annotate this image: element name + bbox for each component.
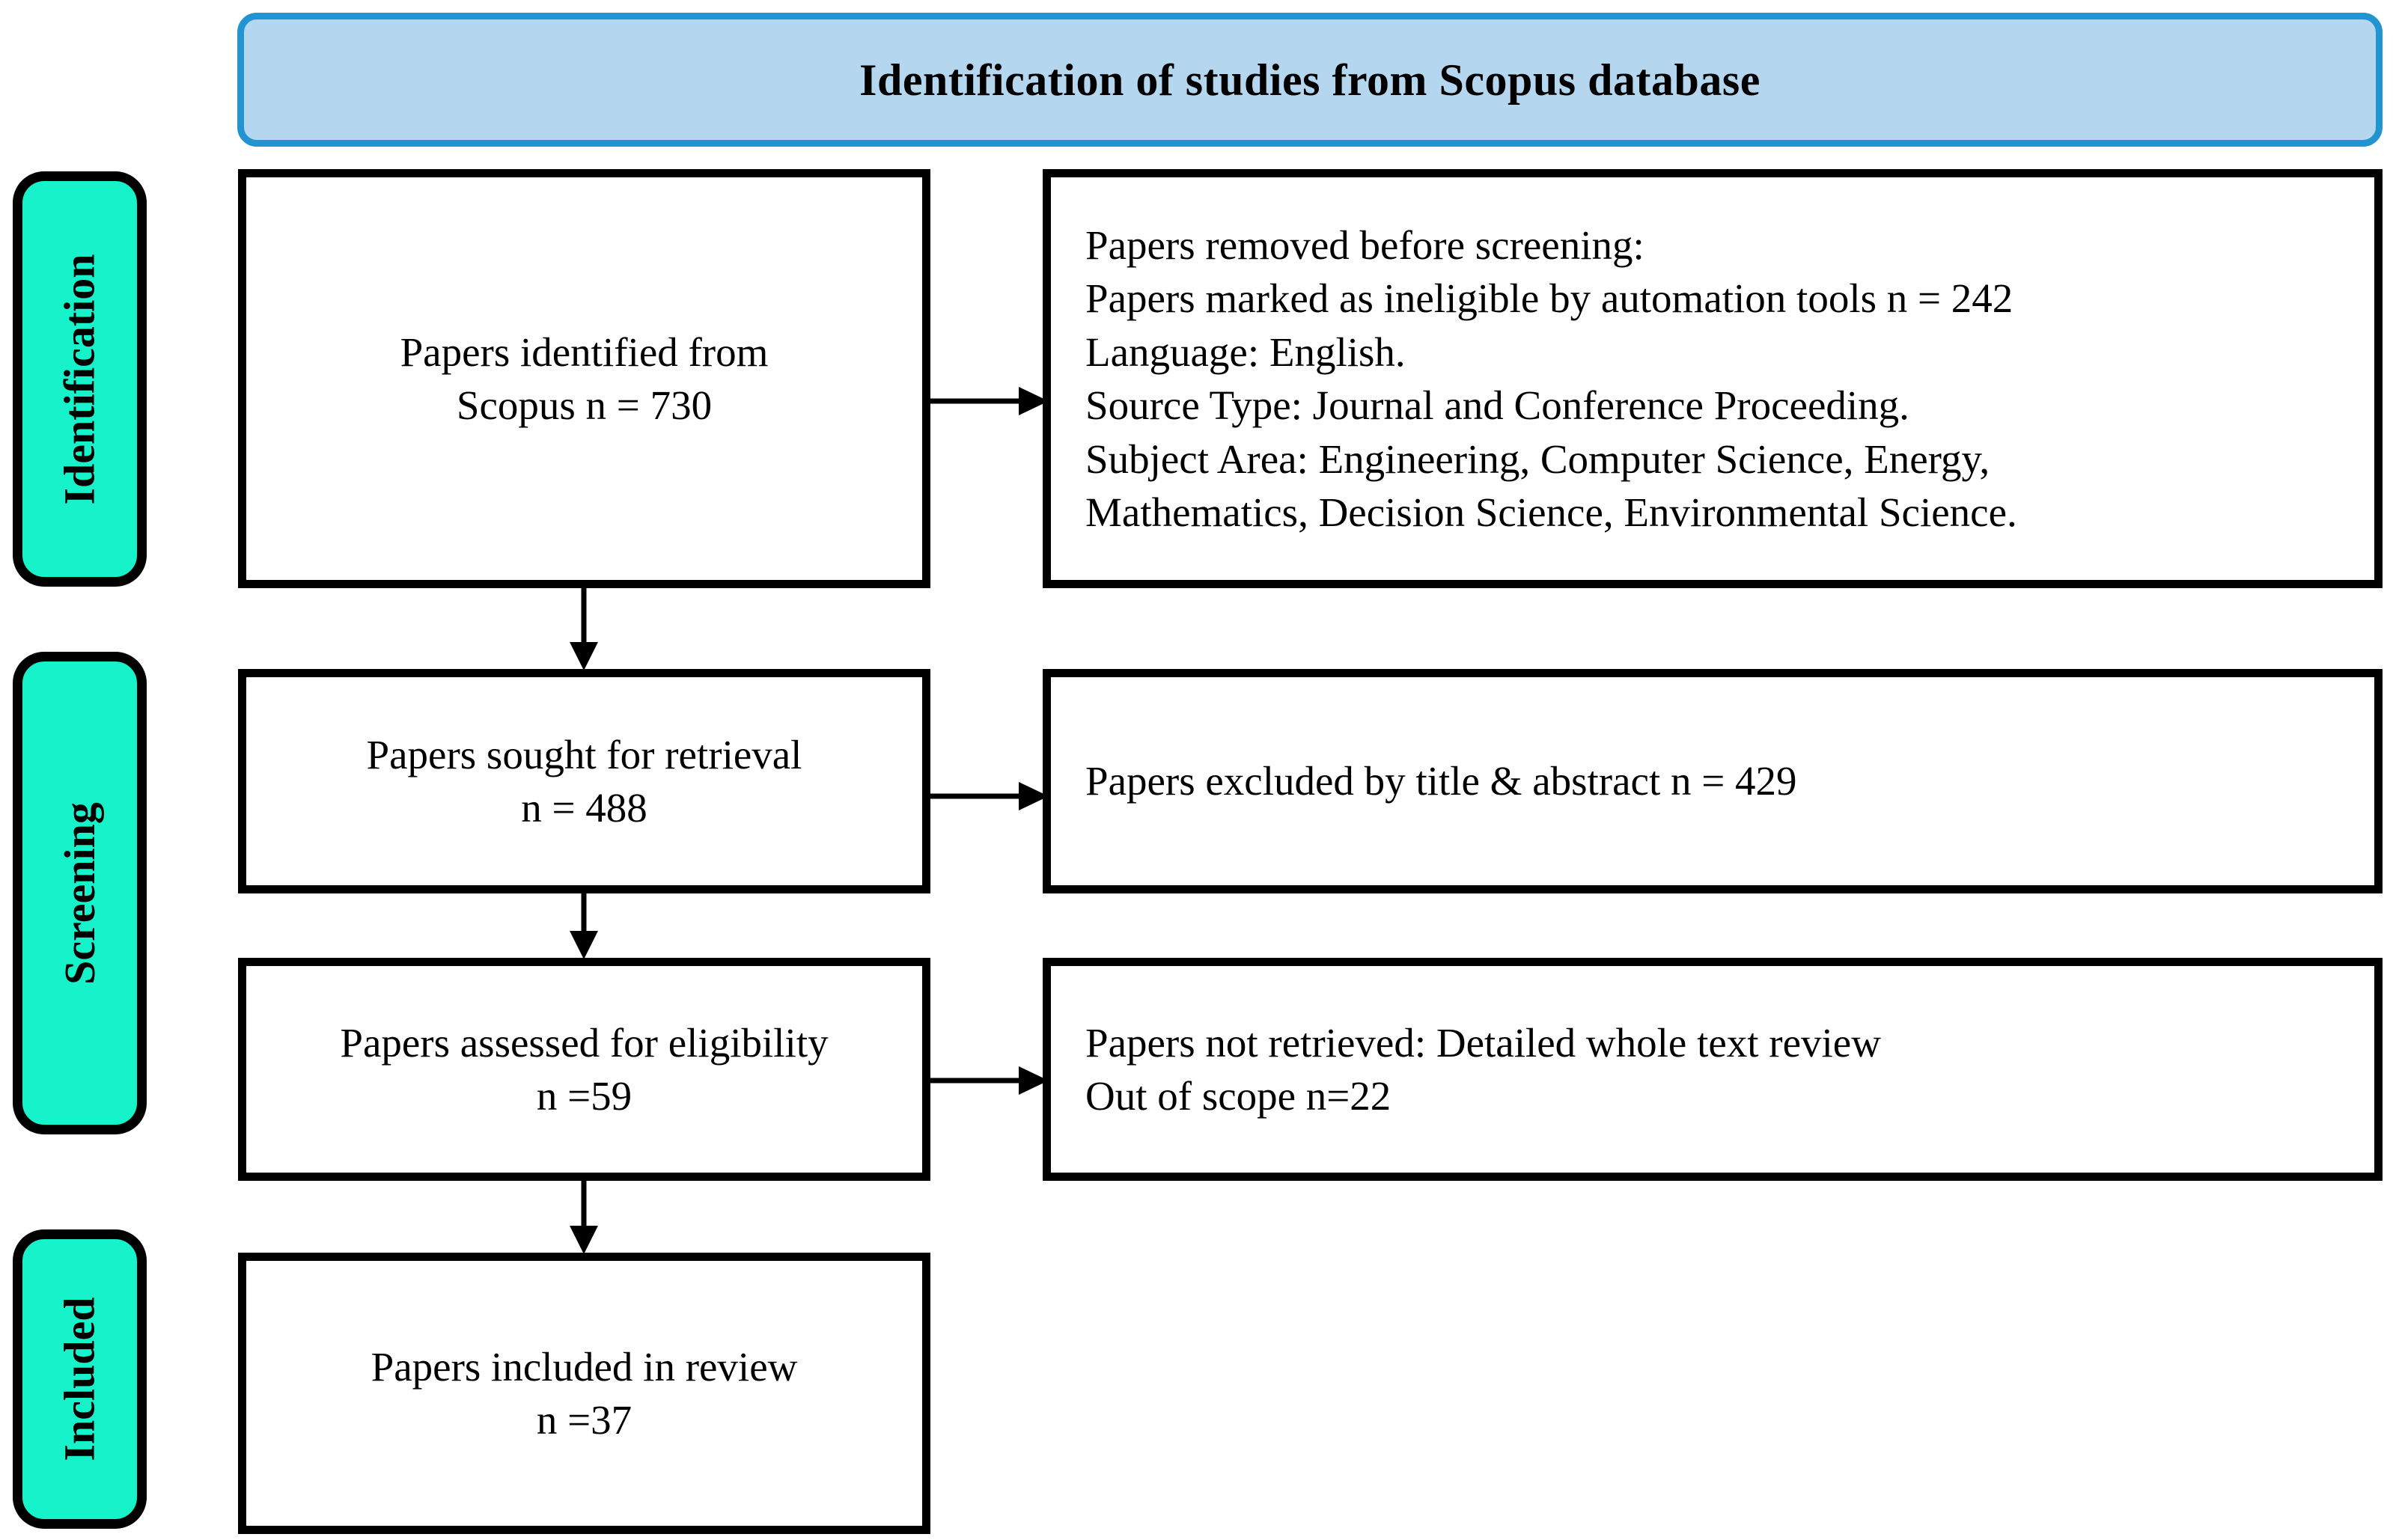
stage-label-screening: Screening bbox=[55, 801, 104, 985]
diagram-header-banner: Identification of studies from Scopus da… bbox=[237, 13, 2383, 147]
arrow-sought-to-excluded-icon bbox=[930, 782, 1049, 810]
stage-pill-screening: Screening bbox=[13, 652, 147, 1134]
box-papers-sought: Papers sought for retrieval n = 488 bbox=[238, 669, 930, 893]
box-papers-identified-line-1: Papers identified from bbox=[400, 329, 769, 375]
stage-pill-identification: Identification bbox=[13, 171, 147, 587]
box-papers-assessed-line-1: Papers assessed for eligibility bbox=[340, 1019, 829, 1066]
box-papers-sought-line-1: Papers sought for retrieval bbox=[366, 731, 802, 777]
box-papers-removed-line-1: Papers removed before screening: bbox=[1085, 221, 1644, 268]
stage-pill-included: Included bbox=[13, 1229, 147, 1529]
box-papers-included: Papers included in review n =37 bbox=[238, 1253, 930, 1534]
box-papers-identified-line-2: Scopus n = 730 bbox=[456, 382, 713, 428]
box-papers-excluded-line-1: Papers excluded by title & abstract n = … bbox=[1085, 758, 1797, 804]
box-papers-identified: Papers identified from Scopus n = 730 bbox=[238, 169, 930, 588]
box-papers-assessed-line-2: n =59 bbox=[536, 1073, 632, 1119]
box-papers-included-line-1: Papers included in review bbox=[371, 1343, 798, 1390]
box-papers-sought-line-2: n = 488 bbox=[521, 785, 647, 831]
box-papers-removed-line-6: Mathematics, Decision Science, Environme… bbox=[1085, 489, 2017, 535]
box-papers-removed-line-2: Papers marked as ineligible by automatio… bbox=[1085, 275, 2014, 321]
arrow-identified-to-sought-icon bbox=[570, 588, 598, 670]
box-papers-included-line-2: n =37 bbox=[536, 1397, 632, 1443]
arrow-assessed-to-included-icon bbox=[570, 1181, 598, 1254]
box-papers-assessed: Papers assessed for eligibility n =59 bbox=[238, 958, 930, 1181]
box-papers-removed-line-3: Language: English. bbox=[1085, 329, 1406, 375]
arrow-sought-to-assessed-icon bbox=[570, 893, 598, 959]
box-papers-not-retrieved: Papers not retrieved: Detailed whole tex… bbox=[1043, 958, 2383, 1181]
arrow-assessed-to-not-retrieved-icon bbox=[930, 1066, 1049, 1095]
box-papers-removed-line-4: Source Type: Journal and Conference Proc… bbox=[1085, 382, 1909, 428]
box-papers-not-retrieved-line-2: Out of scope n=22 bbox=[1085, 1073, 1391, 1119]
box-papers-removed-line-5: Subject Area: Engineering, Computer Scie… bbox=[1085, 436, 1990, 482]
stage-label-included: Included bbox=[55, 1297, 104, 1461]
stage-label-identification: Identification bbox=[55, 253, 104, 505]
box-papers-excluded: Papers excluded by title & abstract n = … bbox=[1043, 669, 2383, 893]
arrow-identified-to-removed-icon bbox=[930, 387, 1049, 415]
diagram-title: Identification of studies from Scopus da… bbox=[859, 55, 1761, 105]
box-papers-removed: Papers removed before screening: Papers … bbox=[1043, 169, 2383, 588]
box-papers-not-retrieved-line-1: Papers not retrieved: Detailed whole tex… bbox=[1085, 1019, 1881, 1066]
